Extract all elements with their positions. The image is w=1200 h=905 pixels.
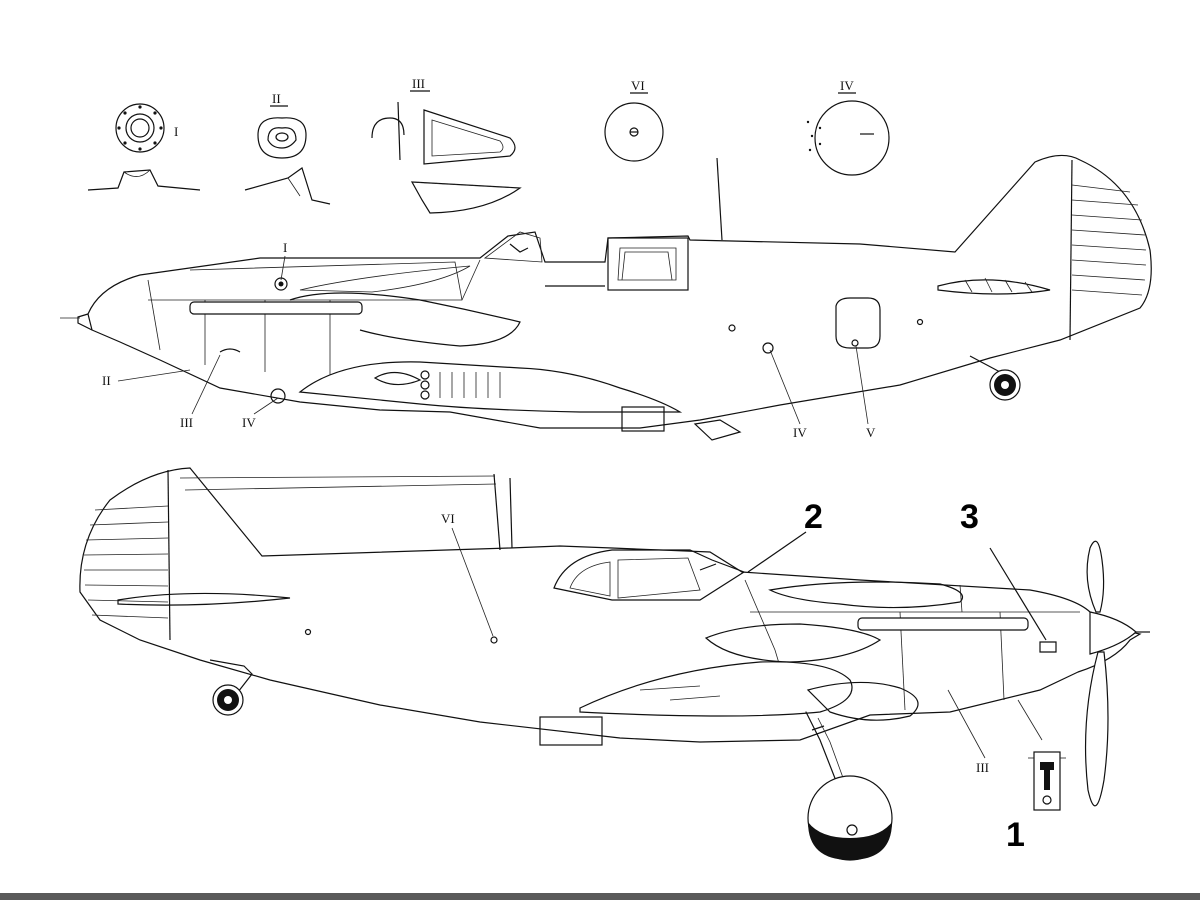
detail-II-handle: II [244, 91, 331, 205]
detail-VI-label: VI [631, 78, 645, 93]
upper-side-view [60, 154, 1152, 441]
callout-III-lower: III [976, 760, 989, 775]
callout-V: V [866, 425, 876, 440]
callout-number-2: 2 [804, 498, 823, 536]
upper-callouts: I II III IV IV V [102, 240, 876, 440]
callout-IV: IV [242, 415, 256, 430]
detail-IV-label: IV [840, 78, 854, 93]
callout-III: III [180, 415, 193, 430]
detail-IV-panel: IV [806, 78, 890, 176]
lower-callouts: VI III [441, 511, 989, 775]
callout-IV-rear: IV [793, 425, 807, 440]
detail-II-label: II [272, 91, 281, 106]
detail-I-ring: I [87, 103, 201, 191]
callout-number-3: 3 [960, 498, 979, 536]
detail-1-plate [1028, 751, 1066, 811]
detail-III-fairing: III [371, 76, 522, 214]
callout-VI: VI [441, 511, 455, 526]
detail-I-label: I [174, 124, 178, 139]
detail-III-label: III [412, 76, 425, 91]
lower-side-view [79, 467, 1150, 861]
callout-number-1: 1 [1006, 816, 1025, 854]
number-callouts: 2 3 1 [747, 498, 1047, 854]
callout-II: II [102, 373, 111, 388]
detail-VI-panel: VI [604, 78, 664, 162]
bottom-frame-bar [0, 893, 1200, 900]
callout-I: I [283, 240, 287, 255]
